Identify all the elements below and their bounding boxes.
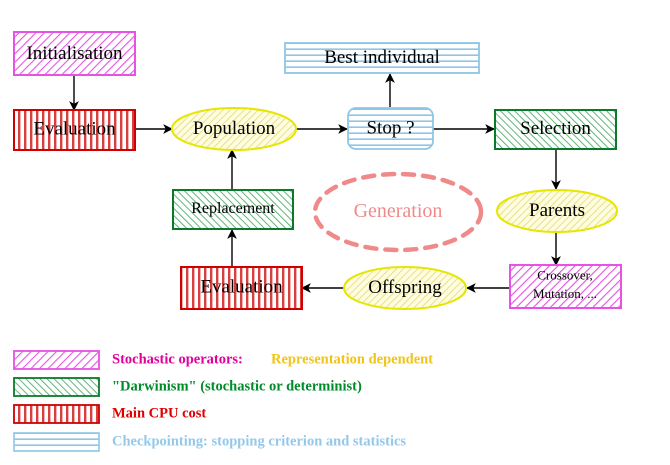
node-replacement[interactable]: Replacement [172,189,294,230]
node-generation-label: Generation [354,200,443,222]
node-population[interactable]: Population [171,107,297,151]
legend-label-checkpointing: Checkpointing: stopping criterion and st… [112,433,406,449]
node-parents-label: Parents [529,200,585,221]
node-initialisation[interactable]: Initialisation [13,31,136,76]
node-parents[interactable]: Parents [496,189,618,233]
node-best-individual[interactable]: Best individual [284,42,480,74]
node-evaluation-bottom[interactable]: Evaluation [180,266,303,310]
edge-group [69,73,561,293]
legend-label-darwinism: "Darwinism" (stochastic or determinist) [112,378,362,394]
legend-label-stochastic-operators: Stochastic operators: [112,351,243,367]
legend-label-representation-dependent: Representation dependent [271,351,433,367]
node-offspring-label: Offspring [368,277,442,298]
node-offspring[interactable]: Offspring [343,266,467,310]
legend-swatch-green [13,377,100,397]
node-crossover-mutation[interactable]: Crossover, Mutation, ... [509,264,622,309]
node-crossover-mutation-label-line2: Mutation, ... [533,286,597,301]
node-best-individual-label: Best individual [324,47,440,68]
node-stop[interactable]: Stop ? [347,107,434,150]
node-population-label: Population [193,118,276,139]
legend-swatch-magenta [13,350,100,370]
node-selection-label: Selection [520,118,591,139]
node-evaluation-top[interactable]: Evaluation [13,109,136,151]
node-replacement-label: Replacement [191,200,275,217]
legend-label-main-cpu-cost: Main CPU cost [112,405,206,421]
node-evaluation-top-label: Evaluation [33,118,116,139]
legend-swatch-blue [13,432,100,452]
node-crossover-mutation-label-line1: Crossover, [537,267,592,282]
node-generation: Generation [312,171,484,253]
node-selection[interactable]: Selection [494,109,617,150]
legend-swatch-red [13,404,100,424]
legend-item-stochastic-operators: Stochastic operators: Representation dep… [13,350,433,370]
legend-item-checkpointing: Checkpointing: stopping criterion and st… [13,432,406,452]
legend-item-main-cpu-cost: Main CPU cost [13,404,206,424]
node-evaluation-bottom-label: Evaluation [200,276,283,297]
node-initialisation-label: Initialisation [26,43,123,64]
legend-item-darwinism: "Darwinism" (stochastic or determinist) [13,377,362,397]
node-stop-label: Stop ? [366,117,414,138]
legend: Stochastic operators: Representation dep… [13,350,433,452]
